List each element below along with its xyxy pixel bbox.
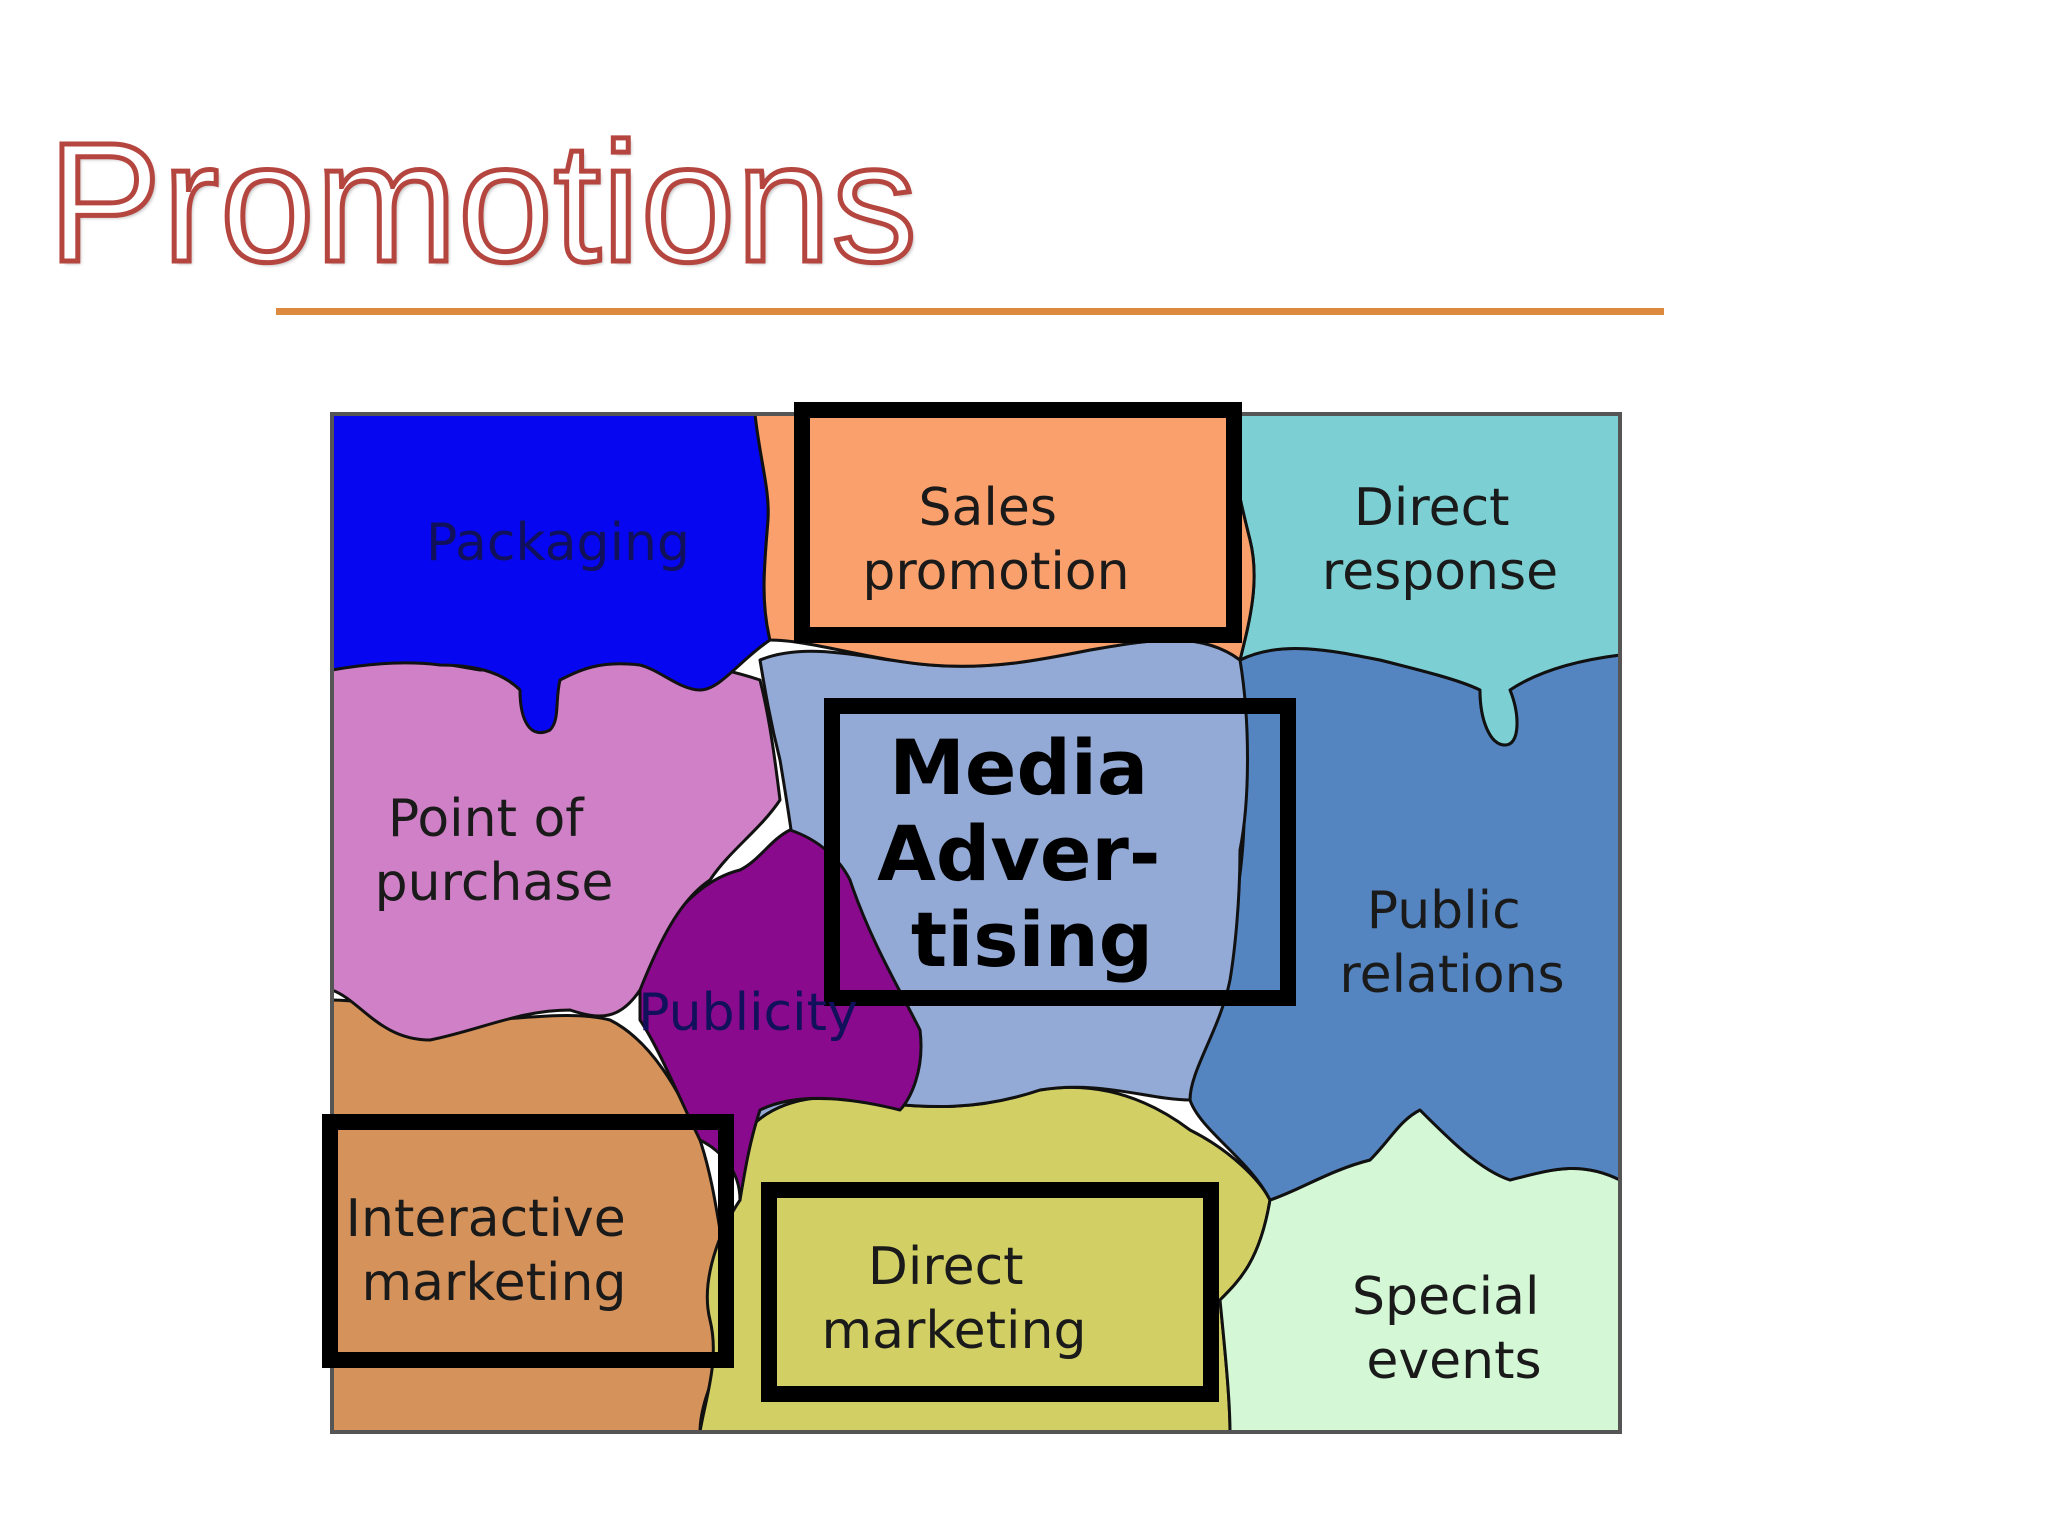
label-point-of-purchase: Point of purchase [375,789,614,913]
slide-title: Promotions [46,108,920,298]
label-direct-response: Direct response [1322,478,1558,602]
region-sales-promotion [753,414,1256,668]
label-publicity: Publicity [638,983,858,1043]
label-public-relations: Public relations [1339,881,1564,1005]
label-packaging: Packaging [426,513,690,573]
highlight-box-sales-promotion [794,402,1242,643]
highlight-box-media-advertising [824,698,1296,1006]
highlight-box-direct-marketing [761,1182,1219,1402]
title-underline [276,308,1664,315]
label-media-advertising: Media Adver- tising [877,723,1187,984]
label-direct-marketing: Direct marketing [822,1237,1087,1361]
label-interactive-marketing: Interactive marketing [346,1189,643,1313]
label-special-events: Special events [1352,1267,1556,1391]
label-sales-promotion: Sales promotion [862,478,1129,602]
highlight-box-interactive-marketing [322,1114,734,1368]
